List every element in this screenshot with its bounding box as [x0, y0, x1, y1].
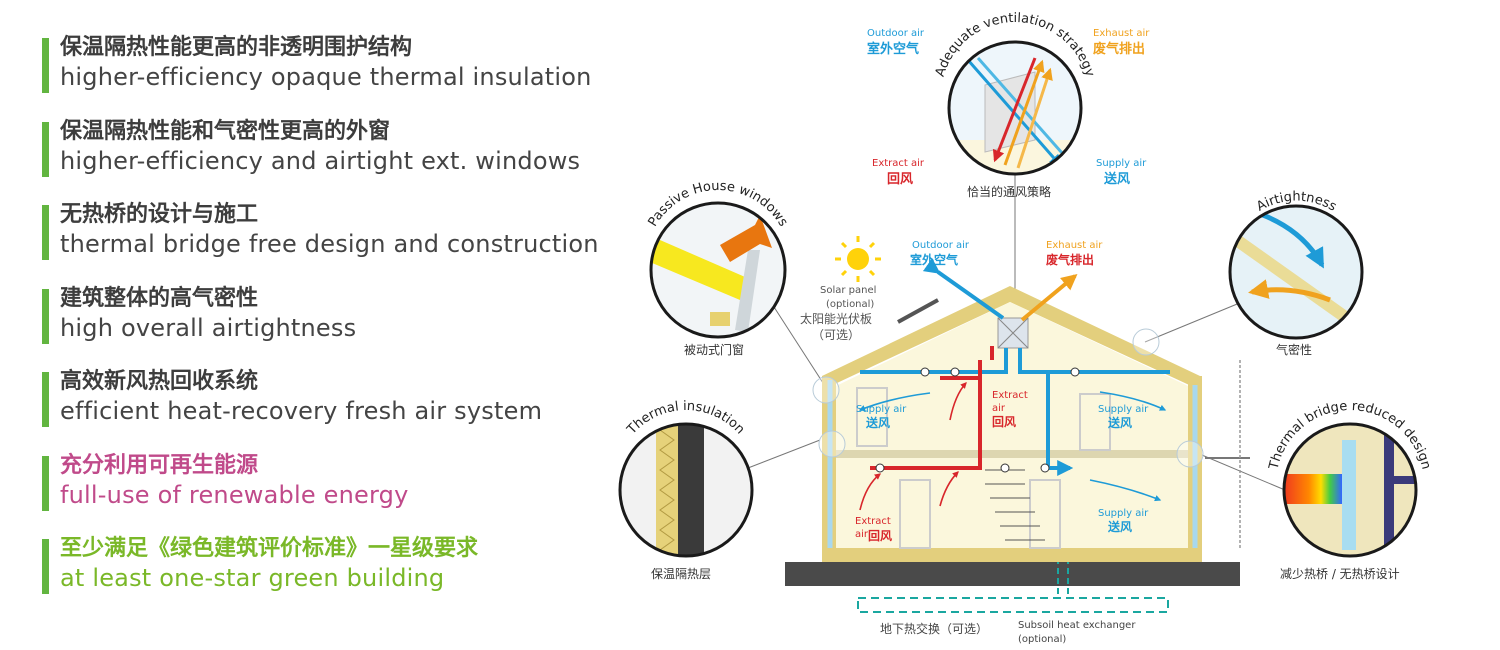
ventilation-extract-air-en: Extract air: [872, 158, 925, 169]
house-exhaust-air-zh: 废气排出: [1046, 252, 1094, 267]
solar-panel-label-zh-optional: （可选）: [812, 328, 860, 342]
house-outdoor-air-zh: 室外空气: [910, 252, 958, 267]
sun-icon: [835, 236, 881, 282]
feature-title-en: higher-efficiency opaque thermal insulat…: [60, 63, 592, 91]
extract-air-en2-upper: air: [992, 403, 1006, 414]
feature-item-heat-recovery: 高效新风热回收系统 efficient heat-recovery fresh a…: [42, 368, 642, 427]
room-airflow-arrows: [858, 382, 1167, 511]
extract-air-zh-upper: 回风: [992, 415, 1016, 429]
house-exhaust-air-en: Exhaust air: [1046, 240, 1103, 251]
green-bar: [42, 38, 49, 93]
extract-air-zh-lower: 回风: [868, 529, 892, 543]
feature-title-zh: 保温隔热性能和气密性更高的外窗: [60, 118, 391, 144]
extract-air-en2-lower: air: [855, 529, 869, 540]
feature-item-opaque-insulation: 保温隔热性能更高的非透明围护结构 higher-efficiency opaque…: [42, 34, 642, 93]
ventilation-ducts: [860, 258, 1170, 476]
subsoil-label-optional: (optional): [1018, 634, 1066, 645]
feature-title-en: at least one-star green building: [60, 564, 445, 592]
feature-title-zh: 保温隔热性能更高的非透明围护结构: [60, 35, 413, 60]
feature-title-zh: 建筑整体的高气密性: [60, 285, 259, 311]
airtightness-caption: 气密性: [1276, 342, 1312, 357]
feature-list: 保温隔热性能更高的非透明围护结构 higher-efficiency opaque…: [42, 34, 642, 619]
feature-title-zh: 至少满足《绿色建筑评价标准》一星级要求: [60, 536, 479, 561]
subsoil-label-en: Subsoil heat exchanger: [1018, 620, 1136, 631]
windows-caption: 被动式门窗: [684, 342, 744, 357]
ventilation-exhaust-air-zh: 废气排出: [1093, 41, 1145, 57]
ground-slab: [785, 562, 1240, 586]
ventilation-extract-air-zh: 回风: [887, 172, 913, 187]
green-bar: [42, 455, 49, 511]
ventilation-outdoor-air-zh: 室外空气: [867, 41, 919, 57]
subsoil-label-zh: 地下热交换（可选）: [880, 621, 988, 636]
feature-item-green-building: 至少满足《绿色建筑评价标准》一星级要求 at least one-star gre…: [42, 535, 642, 594]
supply-air-zh-upper-left: 送风: [865, 415, 890, 430]
feature-title-en: higher-efficiency and airtight ext. wind…: [60, 146, 581, 175]
feature-title-zh: 无热桥的设计与施工: [60, 202, 259, 227]
solar-panel-label-zh: 太阳能光伏板: [800, 311, 872, 326]
green-bar: [42, 121, 49, 177]
feature-title-en: efficient heat-recovery fresh air system: [60, 397, 543, 425]
ventilation-exhaust-air-en: Exhaust air: [1093, 28, 1150, 39]
supply-air-zh-upper-right: 送风: [1107, 415, 1132, 430]
connector-lines: [747, 175, 1286, 491]
thermal-bridge-detail: [1282, 422, 1418, 558]
house-outdoor-air-en: Outdoor air: [912, 240, 970, 251]
thermal-insulation-detail: [618, 422, 754, 558]
insulation-caption: 保温隔热层: [651, 567, 711, 581]
extract-air-en-lower: Extract: [855, 516, 891, 527]
green-bar: [42, 539, 49, 594]
green-bar: [42, 205, 49, 260]
feature-title-zh: 高效新风热回收系统: [60, 369, 259, 394]
supply-air-zh-lower: 送风: [1107, 519, 1132, 534]
solar-panel: [897, 298, 939, 324]
solar-panel-label-optional: (optional): [826, 299, 874, 310]
detail-markers: [812, 328, 1204, 468]
feature-title-en: full-use of renewable energy: [60, 480, 409, 509]
extract-air-en-upper: Extract: [992, 390, 1028, 401]
feature-title-en: thermal bridge free design and construct…: [60, 230, 599, 258]
ventilation-strategy-detail: [947, 40, 1083, 176]
green-bar: [42, 372, 49, 427]
house: [822, 286, 1202, 562]
ventilation-supply-air-en: Supply air: [1096, 158, 1147, 169]
thermal-bridge-caption: 减少热桥 / 无热桥设计: [1280, 567, 1400, 581]
solar-panel-label-en: Solar panel: [820, 285, 876, 296]
supply-air-en-upper-left: Supply air: [856, 404, 907, 415]
subsoil-heat-exchanger: [857, 548, 1169, 613]
passive-house-windows-detail: [649, 201, 787, 339]
supply-air-en-lower: Supply air: [1098, 508, 1149, 519]
ventilation-supply-air-zh: 送风: [1103, 171, 1130, 187]
airtightness-detail: [1228, 204, 1364, 340]
feature-title-en: high overall airtightness: [60, 313, 357, 342]
ventilation-caption: 恰当的通风策略: [967, 184, 1051, 199]
ceiling-diffusers: [875, 367, 1080, 473]
green-bar: [42, 288, 49, 344]
supply-air-en-upper-right: Supply air: [1098, 404, 1149, 415]
feature-title-zh: 充分利用可再生能源: [60, 452, 259, 478]
feature-item-thermal-bridge: 无热桥的设计与施工 thermal bridge free design and …: [42, 201, 642, 260]
ventilation-outdoor-air-en: Outdoor air: [867, 28, 925, 39]
